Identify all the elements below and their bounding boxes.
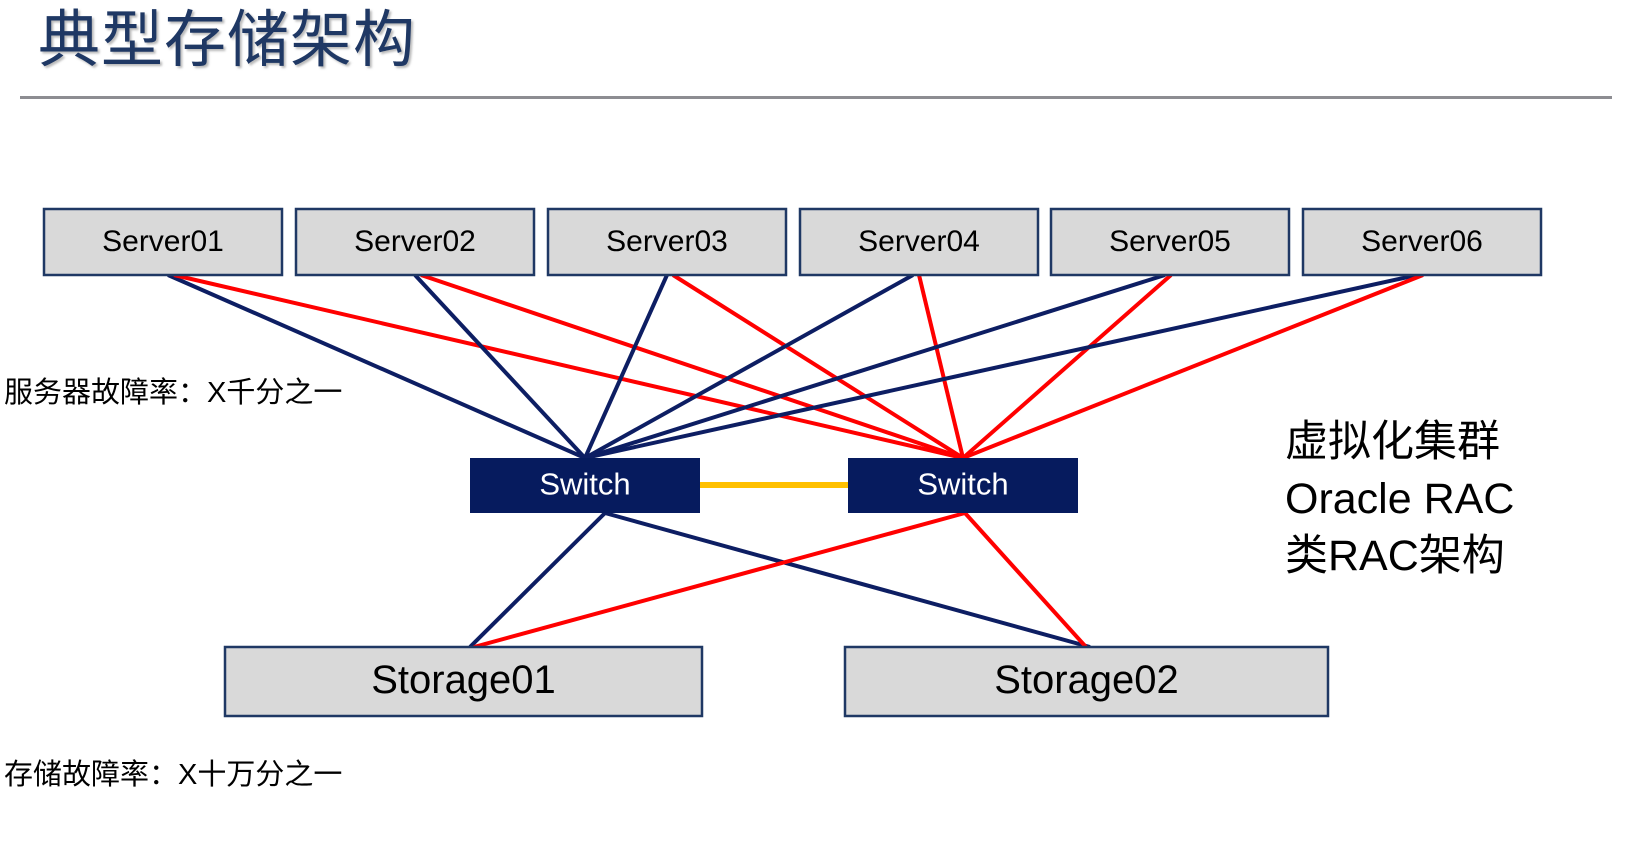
link-server03-to-switch-right	[671, 273, 965, 460]
node-server06[interactable]: Server06	[1301, 207, 1543, 277]
server-label: Server01	[102, 225, 224, 258]
server-box	[42, 207, 284, 277]
node-switch-right[interactable]: Switch	[848, 458, 1078, 513]
server-label: Server04	[858, 225, 980, 258]
link-server02-to-switch-right	[420, 273, 964, 460]
server-label: Server03	[606, 225, 728, 258]
server-failure-rate-label: 服务器故障率：X千分之一	[4, 377, 343, 409]
link-switch-left-to-storage02	[604, 511, 1091, 649]
storage-box	[843, 645, 1330, 718]
switch-box	[470, 458, 700, 513]
server-box	[546, 207, 788, 277]
node-server03[interactable]: Server03	[546, 207, 788, 277]
page-title: 典型存储架构	[38, 6, 417, 75]
node-server04[interactable]: Server04	[798, 207, 1040, 277]
link-switch-right-to-storage01	[473, 511, 966, 649]
title-divider	[20, 96, 1612, 99]
switch-label: Switch	[539, 467, 630, 502]
link-server04-to-switch-left	[584, 273, 914, 460]
server-box	[798, 207, 1040, 277]
node-server02[interactable]: Server02	[294, 207, 536, 277]
server-box	[1049, 207, 1291, 277]
storage-label: Storage02	[994, 658, 1179, 702]
link-server01-to-switch-left	[167, 273, 586, 460]
link-switch-right-to-storage02	[963, 511, 1088, 649]
server-label: Server06	[1361, 225, 1483, 258]
cluster-note-line-1: 虚拟化集群	[1285, 418, 1500, 466]
server-label: Server05	[1109, 225, 1231, 258]
link-switch-left-to-storage01	[468, 511, 607, 649]
node-storage02[interactable]: Storage02	[843, 645, 1330, 718]
link-server06-to-switch-left	[584, 273, 1418, 460]
cluster-note-line-3: 类RAC架构	[1285, 531, 1505, 580]
storage-failure-rate-label: 存储故障率：X十万分之一	[4, 759, 343, 791]
link-server06-to-switch-right	[962, 273, 1424, 460]
switch-label: Switch	[917, 467, 1008, 502]
storage-label: Storage01	[371, 658, 556, 702]
switch-to-storage-links	[468, 511, 1091, 649]
link-server02-to-switch-left	[413, 273, 587, 460]
link-server03-to-switch-left	[583, 274, 669, 459]
cluster-note: 虚拟化集群 Oracle RAC 类RAC架构	[1285, 414, 1514, 584]
server-box	[294, 207, 536, 277]
link-server01-to-switch-right	[173, 273, 964, 460]
node-storage01[interactable]: Storage01	[223, 645, 704, 718]
switch-box	[848, 458, 1078, 513]
link-server05-to-switch-right	[961, 273, 1173, 460]
server-box	[1301, 207, 1543, 277]
storage-box	[223, 645, 704, 718]
cluster-note-line-2: Oracle RAC	[1285, 474, 1515, 523]
link-server05-to-switch-left	[584, 273, 1166, 460]
server-to-switch-links	[167, 273, 1424, 460]
node-server01[interactable]: Server01	[42, 207, 284, 277]
node-switch-left[interactable]: Switch	[470, 458, 700, 513]
server-label: Server02	[354, 225, 476, 258]
node-server05[interactable]: Server05	[1049, 207, 1291, 277]
diagram-nodes: Server01 Server02 Server03 Server04 Server05…	[42, 207, 1543, 718]
link-server04-to-switch-right	[917, 274, 965, 459]
